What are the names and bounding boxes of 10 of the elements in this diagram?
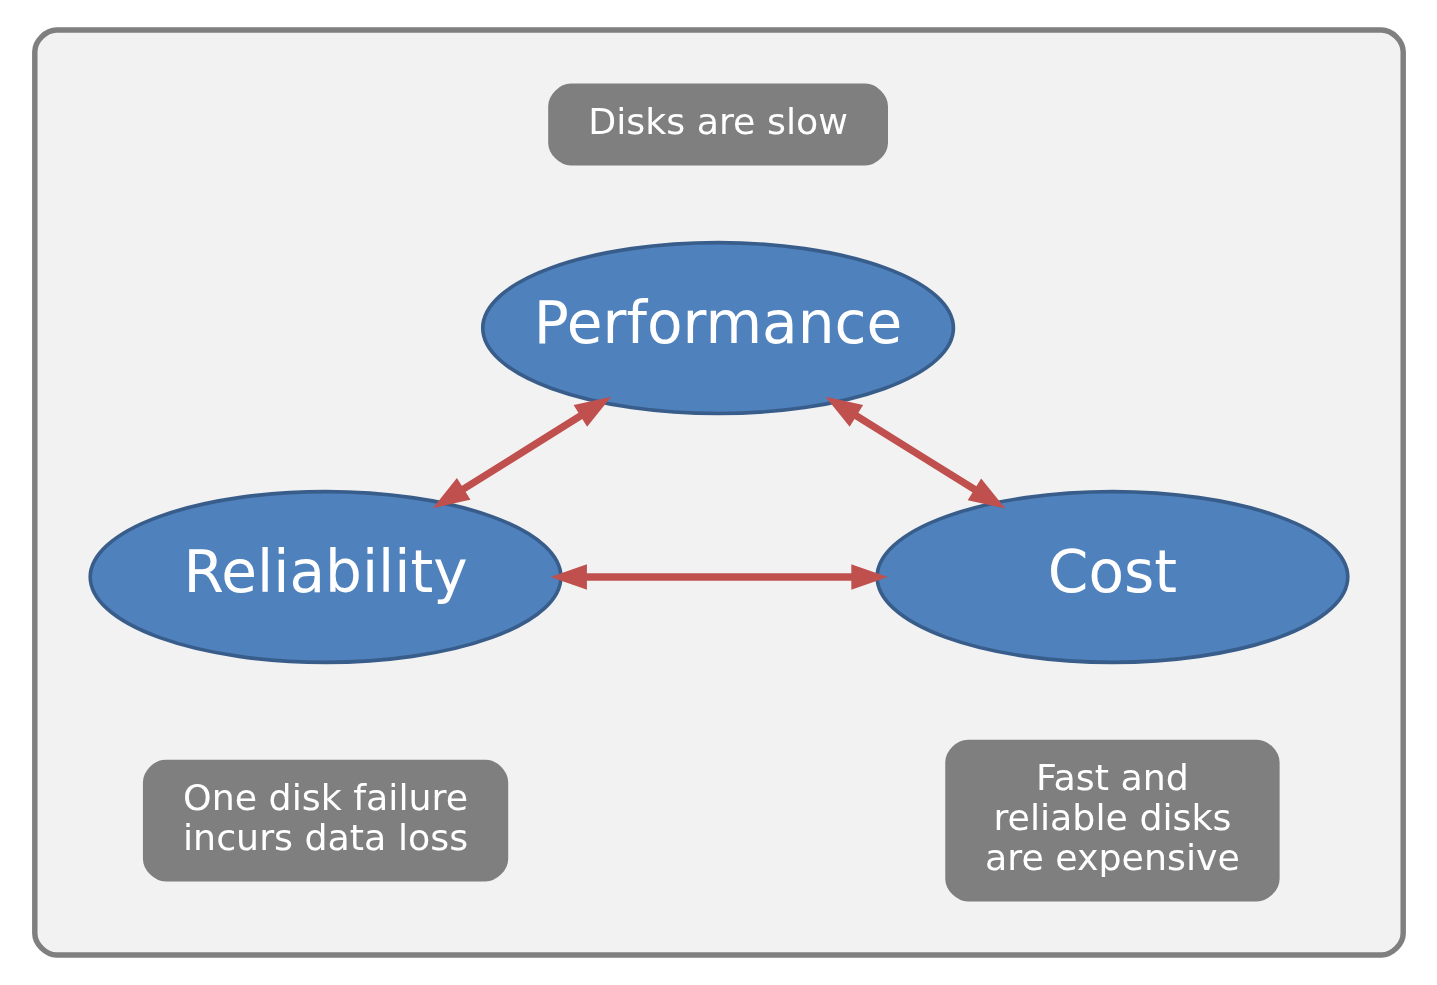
arrow <box>432 396 611 509</box>
node-ellipse: Reliability <box>87 489 563 665</box>
node-box: Disks are slow <box>547 83 888 166</box>
node-ellipse: Cost <box>874 489 1350 665</box>
arrow <box>549 564 888 590</box>
node-box: One disk failure incurs data loss <box>142 759 508 882</box>
arrow <box>824 396 1005 509</box>
node-ellipse: Performance <box>480 240 955 416</box>
cluster <box>31 27 1406 958</box>
node-box: Fast and reliable disks are expensive <box>944 739 1280 902</box>
